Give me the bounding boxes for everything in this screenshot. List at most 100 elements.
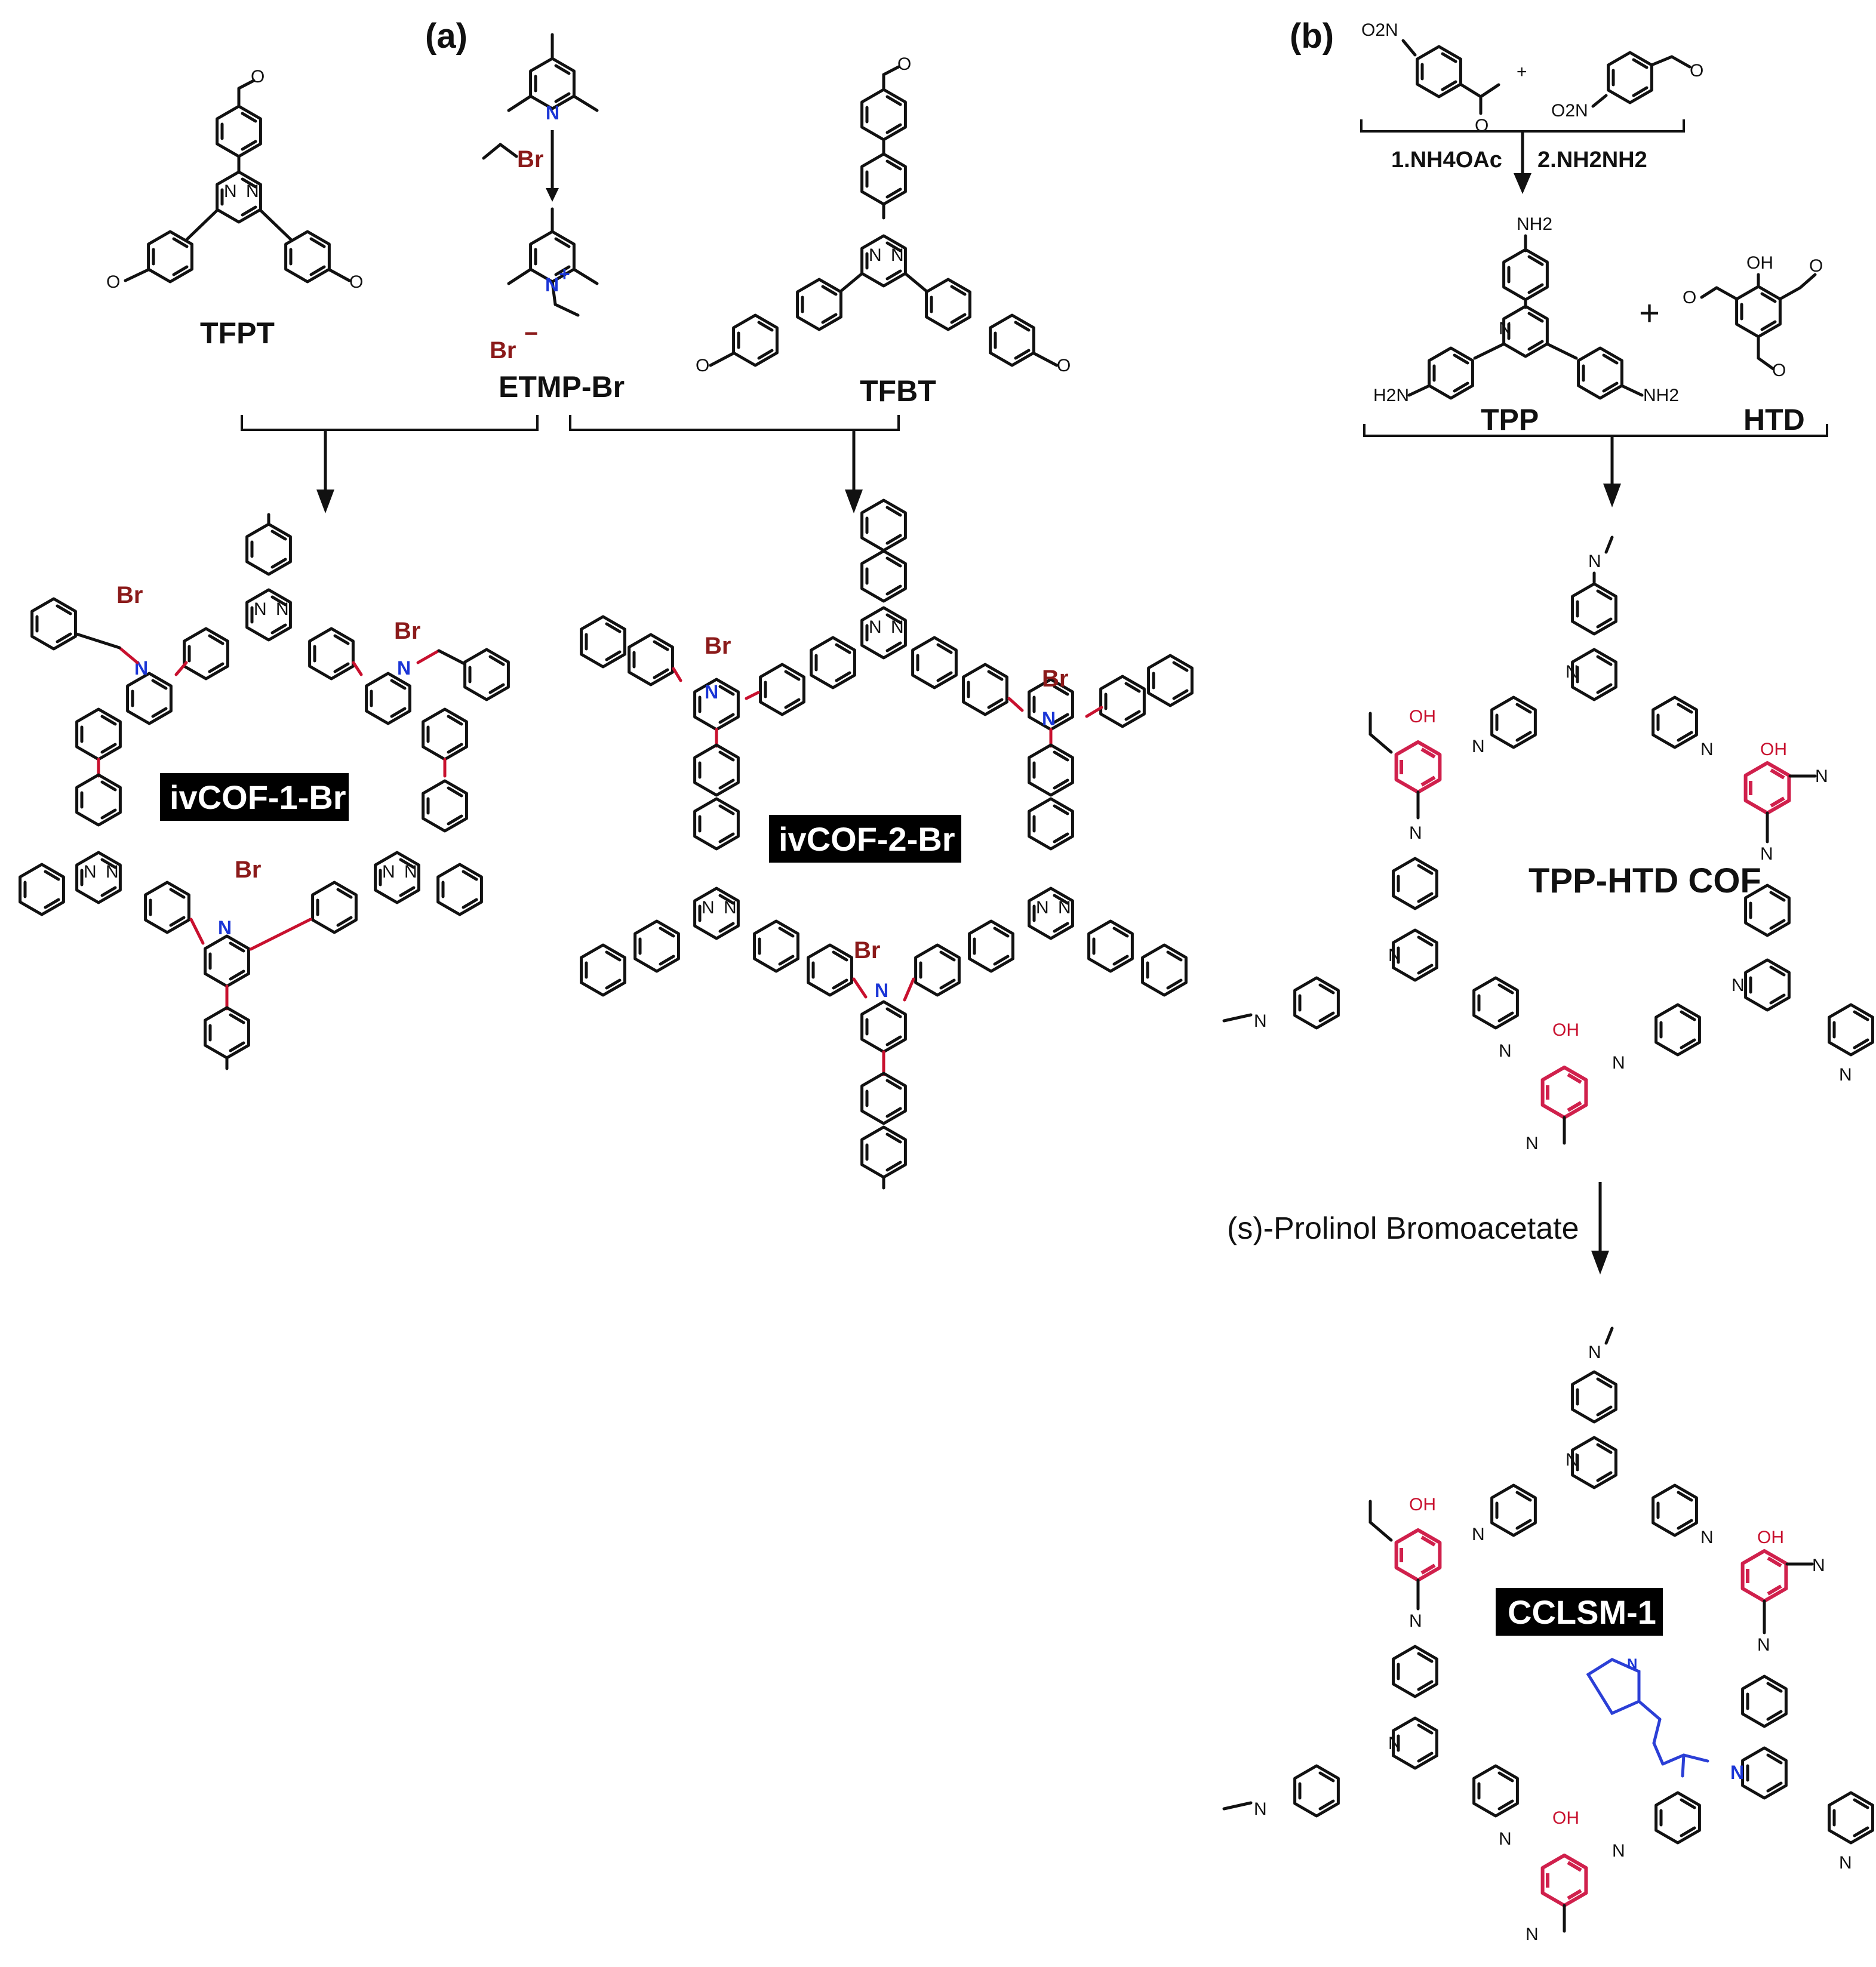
ivcof-2-br-1: Br: [705, 633, 731, 659]
svg-text:N: N: [224, 181, 237, 201]
bracket-condensation: [1360, 119, 1685, 194]
svg-text:N: N: [246, 181, 259, 201]
tpp-htd-framework: N N N N OH OH N N N N N N N N OH: [1222, 535, 1872, 1153]
svg-text:OH: OH: [1552, 1808, 1579, 1828]
svg-text:N: N: [702, 898, 715, 918]
svg-text:N: N: [1815, 767, 1828, 786]
svg-text:N: N: [546, 102, 559, 124]
svg-text:N: N: [1566, 1450, 1579, 1470]
tfpt-label: TFPT: [200, 316, 275, 350]
ivcof-1-label: ivCOF-1-Br: [170, 778, 346, 816]
svg-text:N: N: [545, 274, 559, 295]
svg-text:N: N: [891, 245, 904, 265]
svg-text:+: +: [559, 263, 570, 285]
svg-text:NH2: NH2: [1517, 214, 1552, 234]
svg-text:H2N: H2N: [1373, 386, 1409, 405]
etmp-counterion: Br: [490, 337, 516, 364]
svg-text:N: N: [382, 862, 395, 882]
svg-text:N: N: [1700, 740, 1714, 759]
etmp-counterion-charge: −: [524, 321, 538, 347]
svg-text:N: N: [875, 980, 888, 1001]
svg-text:O: O: [1690, 61, 1703, 81]
svg-text:N: N: [84, 862, 97, 882]
svg-text:N: N: [1839, 1065, 1852, 1085]
plus-sign-2: +: [1639, 293, 1660, 333]
svg-text:N: N: [891, 617, 904, 637]
svg-text:N: N: [869, 245, 882, 265]
svg-text:N: N: [1588, 1343, 1601, 1362]
svg-text:OH: OH: [1757, 1528, 1784, 1547]
etmp-label: ETMP-Br: [499, 370, 625, 404]
svg-text:N: N: [1409, 1611, 1422, 1631]
svg-text:N: N: [1612, 1053, 1625, 1073]
ivcof-2-label: ivCOF-2-Br: [779, 820, 955, 858]
tfbt-label: TFBT: [860, 374, 936, 408]
svg-text:N: N: [1730, 1762, 1744, 1783]
cclsm-1-framework: N N N N OH OH N N N N N N N N OH: [1222, 1326, 1872, 1944]
svg-text:OH: OH: [1409, 707, 1436, 727]
ivcof-2-label-box: [769, 815, 961, 863]
svg-text:N: N: [1388, 946, 1401, 965]
svg-text:N: N: [1472, 1525, 1485, 1544]
svg-text:O: O: [1683, 288, 1696, 307]
svg-text:OH: OH: [1746, 253, 1773, 273]
svg-text:N: N: [404, 862, 417, 882]
svg-text:N: N: [1472, 737, 1485, 756]
svg-text:N: N: [276, 599, 289, 619]
ivcof-1-br-2: Br: [394, 618, 420, 644]
svg-text:N: N: [1627, 1656, 1637, 1672]
svg-text:N: N: [1700, 1528, 1714, 1547]
svg-text:N: N: [724, 898, 737, 918]
svg-text:O: O: [1475, 116, 1489, 136]
svg-text:N: N: [1409, 823, 1422, 843]
tpp-htd-label: TPP-HTD COF: [1529, 861, 1761, 900]
svg-text:N: N: [1499, 1829, 1512, 1849]
nitroacetophenone: O2N O: [1361, 20, 1500, 136]
svg-text:O: O: [897, 54, 911, 74]
htd-label: HTD: [1743, 403, 1805, 436]
svg-text:N: N: [106, 862, 119, 882]
condition-step2: 2.NH2NH2: [1537, 147, 1647, 173]
svg-text:N: N: [1757, 1635, 1770, 1655]
svg-text:N: N: [1526, 1925, 1539, 1944]
svg-text:N: N: [1526, 1134, 1539, 1153]
plus-sign-1: +: [1517, 62, 1527, 82]
ethyl-bromide: Br: [482, 143, 543, 173]
nitrobenzaldehyde: O2N O: [1551, 53, 1703, 121]
condition-step1: 1.NH4OAc: [1391, 147, 1502, 173]
svg-text:N: N: [1058, 898, 1071, 918]
ivcof-1-br-1: Br: [116, 582, 143, 608]
svg-text:N: N: [218, 917, 232, 938]
tfbt-structure: O N N O O: [696, 54, 1071, 375]
cclsm-1-label: CCLSM-1: [1508, 1593, 1656, 1631]
svg-text:O: O: [1809, 256, 1823, 276]
svg-text:O: O: [106, 272, 120, 292]
tpp-label: TPP: [1481, 403, 1539, 436]
cclsm-1-label-box: [1496, 1588, 1663, 1636]
svg-text:N: N: [1588, 552, 1601, 571]
ivcof-1-label-box: [160, 773, 349, 821]
svg-text:OH: OH: [1409, 1495, 1436, 1515]
svg-text:N: N: [1042, 708, 1056, 729]
svg-text:N: N: [1732, 975, 1745, 995]
svg-text:O2N: O2N: [1361, 20, 1398, 40]
svg-text:OH: OH: [1552, 1020, 1579, 1040]
svg-text:N: N: [869, 617, 882, 637]
step-reagent: (s)-Prolinol Bromoacetate: [1227, 1211, 1579, 1246]
svg-text:N: N: [1812, 1556, 1825, 1575]
svg-text:N: N: [1254, 1011, 1267, 1031]
tpp-structure: NH2 N H2N NH2: [1373, 214, 1679, 405]
svg-text:O: O: [1057, 356, 1071, 375]
ivcof-2-br-2: Br: [1042, 666, 1068, 692]
svg-text:NH2: NH2: [1643, 386, 1679, 405]
svg-text:N: N: [397, 657, 411, 679]
svg-text:O2N: O2N: [1551, 101, 1588, 121]
bracket-left: [241, 415, 539, 513]
ivcof-1-br-3: Br: [235, 857, 261, 883]
svg-text:N: N: [1388, 1734, 1401, 1753]
svg-text:N: N: [1839, 1853, 1852, 1873]
bracket-right: [569, 415, 900, 513]
